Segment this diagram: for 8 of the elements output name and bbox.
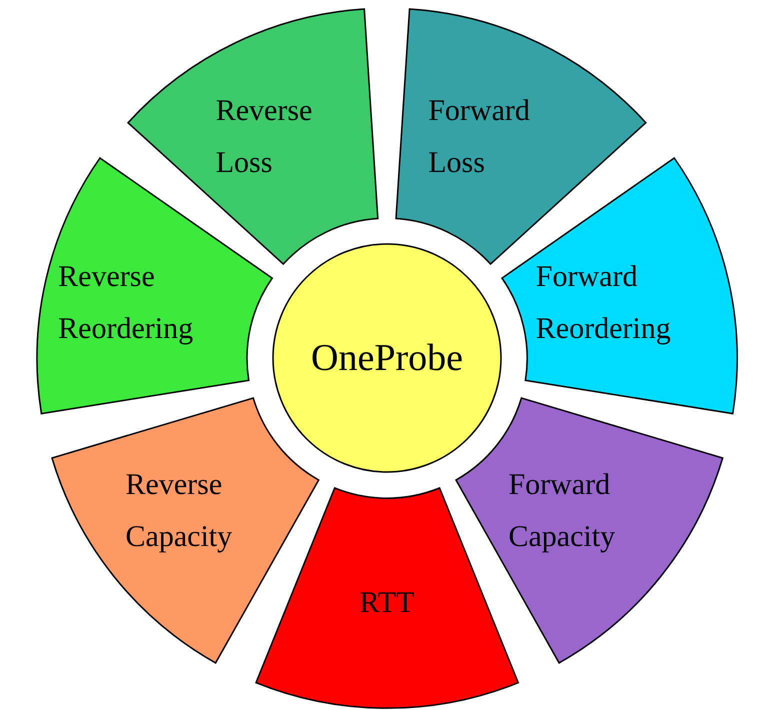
segment-label: Reverse Loss bbox=[216, 93, 314, 182]
segment-label: Forward Reordering bbox=[536, 259, 672, 348]
segment-label: Reverse Capacity bbox=[126, 466, 234, 555]
segment-label: RTT bbox=[360, 584, 414, 621]
segment-label: Reverse Reordering bbox=[58, 259, 194, 348]
segment-label: Forward Capacity bbox=[508, 466, 616, 555]
center-label: OneProbe bbox=[311, 336, 463, 380]
segment-label: Forward Loss bbox=[428, 93, 531, 182]
